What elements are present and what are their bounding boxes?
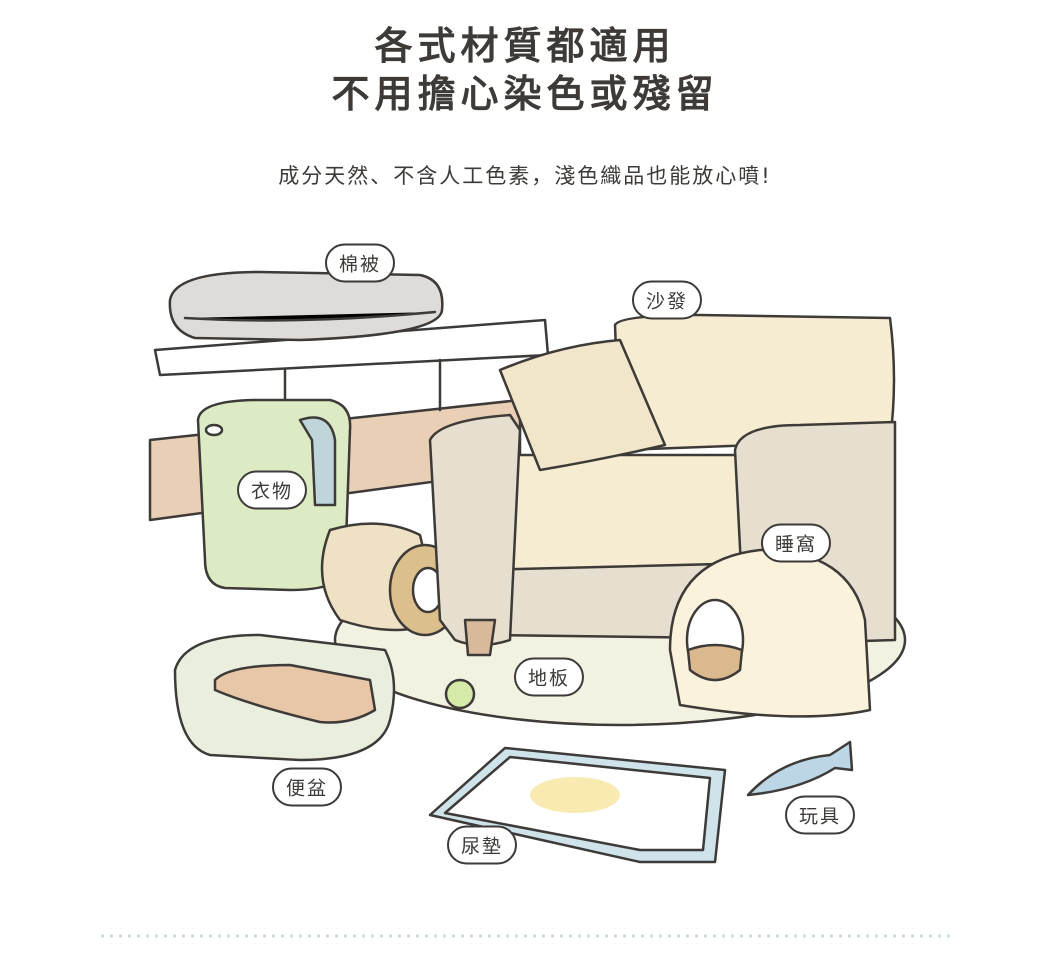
dotted-divider <box>98 934 954 938</box>
ball <box>444 678 476 710</box>
label-sofa: 沙發 <box>631 280 703 320</box>
fish-toy <box>746 740 854 797</box>
label-cat-bed: 睡窩 <box>760 523 832 563</box>
pee-pad <box>428 746 727 864</box>
label-clothes: 衣物 <box>236 470 308 510</box>
heading-line-1: 各式材質都適用 <box>374 24 676 68</box>
heading-line-2: 不用擔心染色或殘留 <box>331 72 719 116</box>
quilt <box>168 270 444 342</box>
cat-bed <box>668 548 872 718</box>
label-floor: 地板 <box>513 657 585 697</box>
label-litter-box: 便盆 <box>271 767 343 807</box>
label-toy: 玩具 <box>784 795 856 835</box>
label-pee-pad: 尿墊 <box>446 825 518 865</box>
litter-box <box>173 633 396 762</box>
label-quilt: 棉被 <box>324 243 396 283</box>
subtitle: 成分天然、不含人工色素，淺色織品也能放心噴! <box>278 164 772 188</box>
